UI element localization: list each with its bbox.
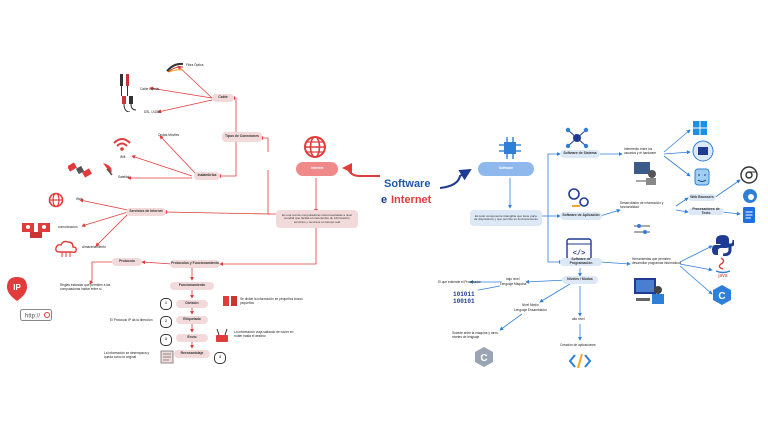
high-level-note: Creación de aplicaciones [560,343,596,347]
levels-node: Niveles / Modos [562,276,598,284]
binary-note: El que entiende el Procesador [438,280,481,284]
person-computer-icon [632,160,658,191]
note-reassembly: La información se desempaca y queda como… [104,351,150,359]
c-logo-glyph: C [718,291,725,302]
web-browsers-node: Web Browsers [688,194,716,201]
edge-browser-icon [742,188,758,209]
low-level-desc: Lenguaje Máquina [500,282,527,286]
fiber-optic-icon [166,60,184,78]
windows-logo-icon [692,120,708,141]
operation-node: Funcionamiento [170,282,214,290]
wireless-item-satellite: Satelital [118,175,130,179]
binary-code-icon: 101011 100101 [452,290,478,308]
python-logo-icon [712,234,736,261]
step-labeling: Etiquetado [176,316,208,324]
software-definition: Es todo componente intangible que tiene … [470,210,542,226]
ip-badge-icon: IP [6,276,28,307]
wireless-node: Inalámbrica [194,172,220,180]
note-sending: La información viaja saltando de router … [234,330,294,338]
service-item-communication: comunicacion [58,225,78,229]
document-icon [160,350,174,369]
ethernet-cable-icon [120,96,138,117]
coaxial-cable-icon [118,74,132,101]
text-processors-node: Procesadores de Texto [688,207,724,215]
developer-icon [632,276,668,311]
code-brackets-icon [568,352,592,375]
chip-icon [496,134,524,167]
step-division: División [176,300,208,308]
step-number-2: 2 [160,316,172,328]
protocol-item: Protocolo [112,258,142,266]
application-software-desc: Desarrollador de información y funcional… [620,201,664,209]
java-logo-icon: java [714,256,732,283]
router-icon [214,328,230,349]
internet-services-node: Servicios de Internet [126,208,166,216]
note-division: Se divide la información en pequeños tro… [240,297,303,305]
cable-node: Cable [212,94,234,102]
step-number-3: 3 [160,334,172,346]
internet-definition: Es una red de computadoras interconectad… [276,210,358,228]
cable-item-coaxial: Cable coaxial [140,87,160,91]
communication-icon [20,220,54,245]
application-software-node: Software de Aplicación [560,212,602,220]
http-address-icon: http:// [20,308,52,326]
service-item-storage: Almacenamiento [82,245,106,249]
split-icon [222,294,238,313]
mid-level-label: Nivel Medio [522,303,539,307]
cloud-storage-icon [54,240,78,263]
globe-icon [302,134,328,160]
step-reassembly: Reensamblaje [174,350,210,358]
sliders-icon [632,222,652,241]
satellite-icon [67,158,94,185]
protocol-description: Reglas estándar que permiten a las compu… [60,283,111,291]
step-sending: Envío [176,334,208,342]
note-ip-address: El Protocolo IP da la dirección [110,318,153,322]
os-app-icon [692,140,714,167]
low-level-label: bajo nivel [506,277,520,281]
system-software-node: Software de Sistema [560,150,600,158]
wireless-item-mobile: Ondas Móviles [158,133,180,137]
title-internet: Internet [391,194,432,206]
step-number-1: 1 [160,298,172,310]
internet-center-node: Internet [296,162,338,176]
cable-item-dsl: DSL / ADSL [144,110,161,114]
title-and: e [381,194,388,206]
service-item-web: Web [76,197,83,201]
connection-types-node: Tipos de Conexiones [222,132,262,142]
docs-icon [742,206,756,229]
http-label: http:// [25,314,40,320]
binary-line-2: 100101 [453,298,475,305]
satellite-dish-icon [100,160,116,181]
step-number-4: 4 [214,352,226,364]
mid-level-desc: Lenguaje Ensamblador [514,308,547,312]
programming-software-desc: Herramientas que permiten desarrollar pr… [632,257,682,265]
network-hub-icon [564,126,590,155]
system-software-desc: Intermedio entre los usuarios y el hardw… [624,147,657,155]
cable-item-fiber: Fibra Óptica [186,63,204,67]
binary-line-1: 101011 [453,291,475,298]
c-hexagon-icon: C [474,346,494,373]
web-globe-icon [48,192,64,213]
app-gears-icon [566,186,592,215]
code-glyph: </> [573,250,586,258]
software-center-node: Software [478,162,534,176]
c-hexagon-glyph: C [480,353,487,364]
java-label: java [717,273,727,278]
mid-level-note: Sucede entre la máquina y otros niveles … [452,331,498,339]
high-level-label: alto nivel [572,317,585,321]
code-window-icon: </> [566,238,592,265]
c-language-icon: C [712,284,732,311]
finder-icon [694,168,710,191]
title-software: Software [384,178,431,190]
chrome-browser-icon [740,166,758,189]
ip-label: IP [13,283,21,292]
wifi-icon [112,136,132,157]
wireless-item-wifi: Wifi [120,155,126,159]
programming-software-node: Software de Programación [560,257,602,266]
protocols-node: Protocolos y Funcionamiento [170,260,220,268]
